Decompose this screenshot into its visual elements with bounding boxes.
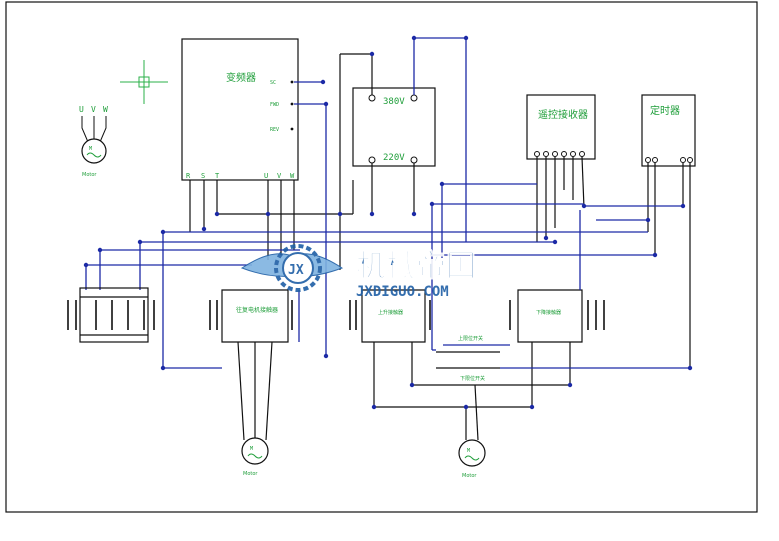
timer-box: 定时器 [641,94,696,167]
motor-bottom-left-symbol: M [250,446,253,452]
watermark-en: JXDIGUO.COM [356,284,449,300]
blue-wiring [85,37,690,369]
contactor-center-left: 往复电机接触器 [209,300,293,330]
motor-top-symbol: M [89,146,92,152]
inverter-terminal-u: U [264,172,268,180]
motor-bottom-right-label: Motor [462,473,477,479]
contactor-center-mid-label: 上升接触器 [378,309,403,316]
inverter-terminal-s: S [201,172,205,180]
inverter-terminal-rev: REV [270,127,279,133]
contactor-center-mid: 上升接触器 [349,300,431,330]
inverter-terminal-w: W [290,172,295,180]
motor-bottom-left: M Motor [241,437,269,477]
inverter-terminal-fwd: FWD [270,102,279,108]
outer-frame [5,1,758,513]
contactor-center-left-label: 往复电机接触器 [236,306,278,314]
inverter-terminal-r: R [186,172,191,180]
watermark-cn: 机械帝国 [356,249,476,284]
black-wiring [189,53,691,441]
motor-top-label: Motor [82,172,97,178]
transformer-primary-label: 380V [383,97,405,107]
motor-bottom-right: M Motor [458,439,486,479]
motor-top-left: U V W M Motor [79,105,108,178]
contactor-center-right-label: 下降接触器 [536,309,561,316]
timer-title: 定时器 [650,104,680,117]
inverter-terminal-sc: SC [270,80,276,86]
limit-switch-lower-label: 下限位开关 [460,375,485,382]
contactor-left [67,287,155,343]
transformer-box: 380V 220V [352,87,436,167]
contactor-center-right: 下降接触器 [509,300,605,330]
transformer-secondary-label: 220V [383,153,405,163]
watermark-logo: JX 机械帝国 JXDIGUO.COM [240,244,477,300]
motor-phase-u: U [79,105,84,114]
junction-dots [83,35,693,410]
motor-bottom-left-label: Motor [243,471,258,477]
inverter-title: 变频器 [226,71,256,84]
inverter-box: 变频器 SC FWD REV R S T U V W [181,38,299,181]
motor-phase-v: V [91,105,96,114]
inverter-terminal-v: V [277,172,282,180]
remote-receiver-title: 遥控接收器 [538,108,588,121]
crosshair-cursor-icon [120,60,168,104]
motor-bottom-right-symbol: M [467,448,470,454]
remote-receiver-box: 遥控接收器 [526,94,596,160]
limit-switch-upper-label: 上限位开关 [458,335,483,342]
inverter-terminal-t: T [215,172,220,180]
watermark-badge: JX [288,263,304,278]
motor-phase-w: W [103,105,108,114]
